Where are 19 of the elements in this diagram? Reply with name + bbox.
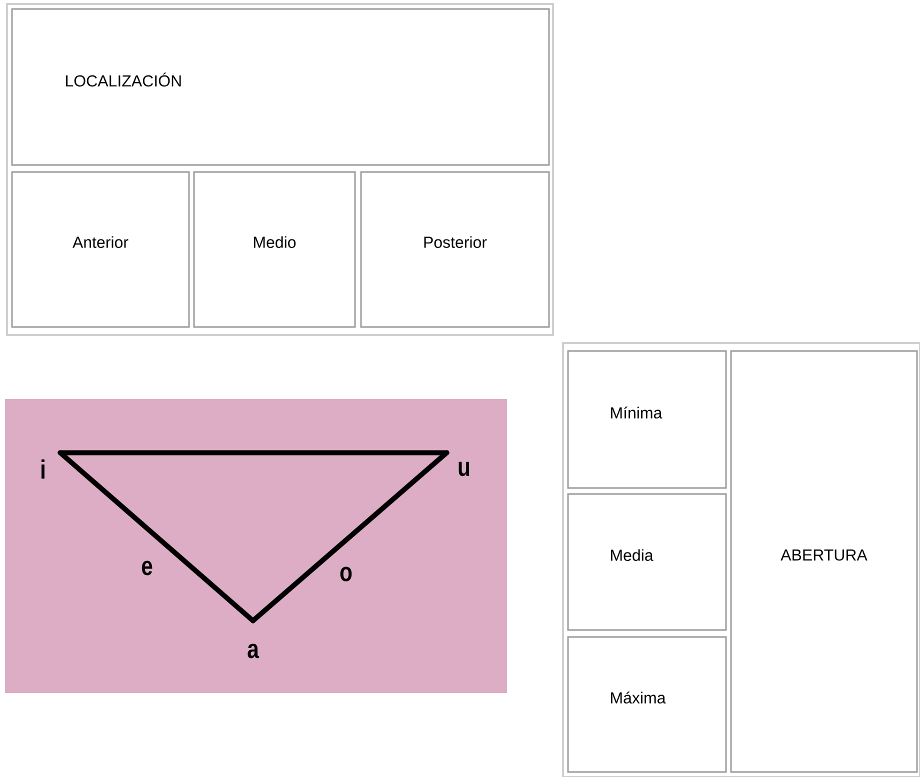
table-cell: Anterior <box>11 171 190 328</box>
table-frame <box>562 342 920 777</box>
triangle-side <box>58 450 256 624</box>
table-cell: Mínima <box>567 350 727 489</box>
edge-label: e <box>140 559 154 577</box>
vowel-label: a <box>248 644 260 658</box>
table-cell: LOCALIZACIÓN <box>11 8 550 166</box>
edge-label: o <box>338 565 354 583</box>
table-cell: ABERTURA <box>730 350 918 773</box>
vowel-label: u <box>458 462 470 476</box>
vowel-chart-panel <box>5 399 507 693</box>
table-cell: Media <box>567 493 727 631</box>
table-cell: Medio <box>193 171 356 328</box>
triangle-side <box>250 450 450 624</box>
triangle-side <box>58 450 450 456</box>
vowel-label: i <box>42 459 44 479</box>
table-frame <box>6 3 554 336</box>
table-cell: Máxima <box>567 636 727 773</box>
table-cell: Posterior <box>360 171 550 328</box>
